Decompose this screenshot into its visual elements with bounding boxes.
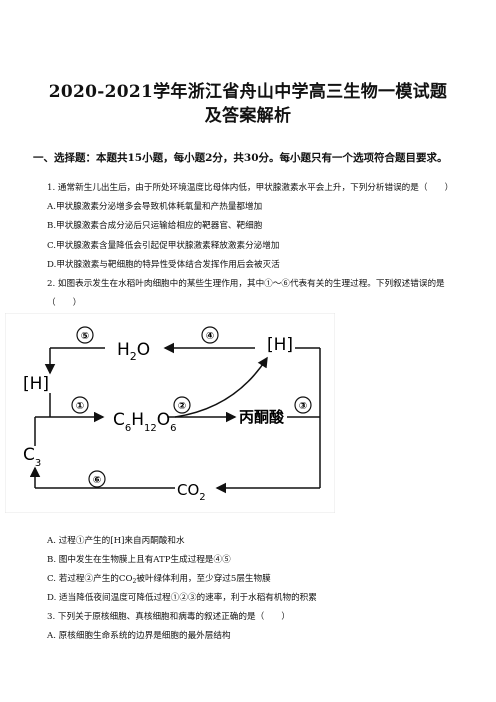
glucose-label: C6H12O6 — [113, 410, 177, 434]
svg-text:⑤: ⑤ — [81, 331, 89, 342]
question-1-option-d: D.甲状腺激素与靶细胞的特异性受体结合发挥作用后会被灭活 — [47, 260, 280, 270]
svg-text:⑥: ⑥ — [93, 475, 101, 486]
question-2-option-d: D. 适当降低夜间温度可降低过程①②③的速率，利于水稻有机物的积累 — [47, 593, 317, 603]
question-2-option-a: A. 过程①产生的[H]来自丙酮酸和水 — [47, 536, 185, 546]
process-3-marker: ③ — [294, 396, 312, 414]
question-2-stem: 2. 如图表示发生在水稻叶肉细胞中的某些生理作用，其中①～⑥代表有关的生理过程。… — [47, 279, 445, 289]
process-5-marker: ⑤ — [76, 326, 94, 344]
question-1-option-c: C.甲状腺激素含量降低会引起促甲状腺激素释放激素分泌增加 — [47, 241, 280, 251]
svg-text:①: ① — [76, 401, 84, 412]
question-1-option-b: B.甲状腺激素合成分泌后只运输给相应的靶器官、靶细胞 — [47, 221, 263, 231]
arrow-curve-to-h — [174, 356, 268, 418]
process-6-marker: ⑥ — [88, 470, 106, 488]
question-2-stem-cont: （ ） — [47, 298, 82, 308]
section-heading: 一、选择题：本题共15小题，每小题2分，共30分。每小题只有一个选项符合题目要求… — [33, 152, 448, 164]
process-2-marker: ② — [173, 396, 191, 414]
h-left-label: [H] — [23, 374, 49, 394]
process-4-marker: ④ — [201, 326, 219, 344]
svg-text:②: ② — [178, 401, 186, 412]
question-3-stem: 3. 下列关于原核细胞、真核细胞和病毒的叙述正确的是（ ） — [47, 612, 290, 622]
question-2-option-b: B. 图中发生在生物膜上且有ATP生成过程是④⑤ — [47, 555, 231, 565]
process-1-marker: ① — [71, 396, 89, 414]
co2-label: CO2 — [177, 481, 206, 503]
question-1-stem: 1. 通常新生儿出生后，由于所处环境温度比母体内低，甲状腺激素水平会上升，下列分… — [47, 183, 454, 193]
pyruvate-label: 丙酮酸 — [239, 408, 285, 426]
page-title: 2020-2021学年浙江省舟山中学高三生物一模试题 — [48, 82, 448, 102]
question-3-option-a: A. 原核细胞生命系统的边界是细胞的最外层结构 — [47, 631, 231, 641]
c3-label: C3 — [23, 445, 41, 469]
metabolism-diagram: ⑤ ④ ① ② ③ ⑥ H2O [H] [H] C6H12O6 丙酮酸 C3 C… — [5, 313, 335, 513]
svg-text:④: ④ — [206, 331, 214, 342]
question-1-option-a: A.甲状腺激素分泌增多会导致机体耗氧量和产热量都增加 — [47, 202, 263, 212]
question-2-option-c: C. 若过程②产生的CO2被叶绿体利用，至少穿过5层生物膜 — [47, 574, 271, 585]
page-title-line2: 及答案解析 — [204, 106, 292, 126]
water-label: H2O — [117, 340, 150, 363]
h-top-label: [H] — [267, 335, 293, 355]
svg-text:③: ③ — [299, 401, 307, 412]
